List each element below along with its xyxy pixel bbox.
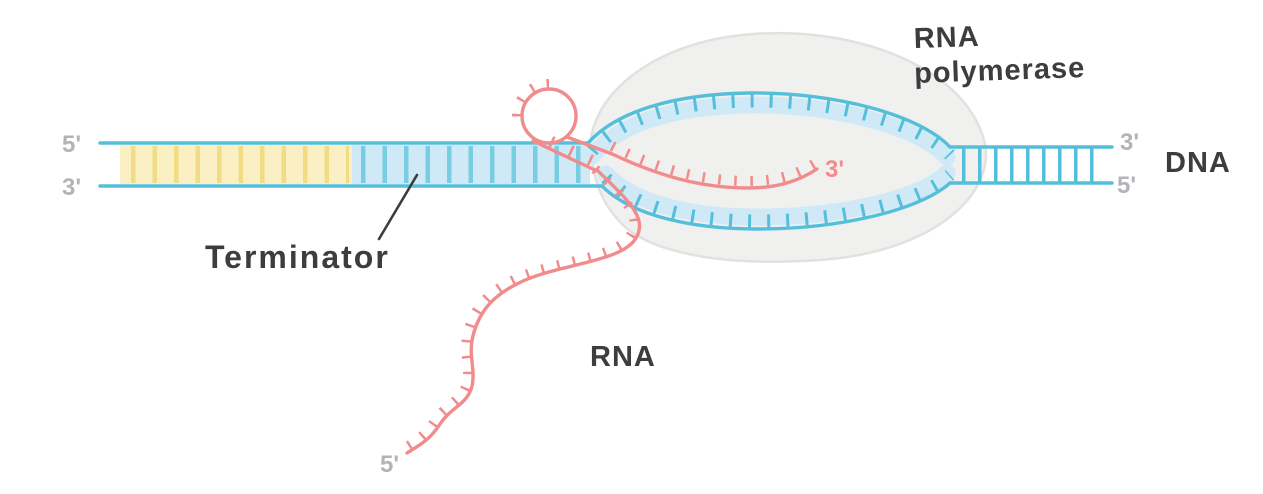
terminator-pointer-line: [377, 173, 419, 241]
rna-five-prime-label: 5': [380, 451, 399, 478]
rna-polymerase-label-line2: polymerase: [914, 52, 1086, 90]
stem-rung: [566, 145, 575, 159]
dna-right-duplex: [948, 145, 1114, 185]
terminator-label: Terminator: [205, 239, 390, 275]
rna-nascent-strand: [608, 151, 819, 190]
rna-transcript: [399, 79, 820, 455]
rna-hairpin-stem-rungs: [547, 136, 594, 168]
rna-polymerase-label-line1: RNA: [913, 21, 980, 55]
rna-nascent-ticks: [609, 141, 820, 187]
bubble-bottom-band: [597, 164, 956, 226]
transcription-bubble: [586, 91, 955, 231]
rna-label: RNA: [590, 341, 656, 373]
dna-top-right-end-label: 3': [1120, 129, 1139, 156]
dna-bottom-right-end-label: 5': [1117, 172, 1136, 199]
dna-left-duplex: [98, 141, 604, 188]
rna-hairpin-stem-right: [565, 135, 614, 156]
rna-tail-strand: [405, 168, 642, 455]
upstream-region-band: [120, 145, 352, 184]
stem-rung: [547, 136, 556, 150]
dna-bottom-left-end-label: 3': [62, 174, 81, 201]
bubble-bottom-strand: [600, 181, 952, 231]
rna-tail-ticks: [399, 165, 640, 455]
stem-rung: [586, 154, 594, 168]
rna-hairpin-loop: [520, 87, 578, 145]
rna-three-prime-label: 3': [825, 156, 844, 183]
bubble-top-strand: [586, 91, 952, 149]
dna-top-left-end-label: 5': [62, 131, 81, 158]
dna-label: DNA: [1165, 147, 1231, 179]
